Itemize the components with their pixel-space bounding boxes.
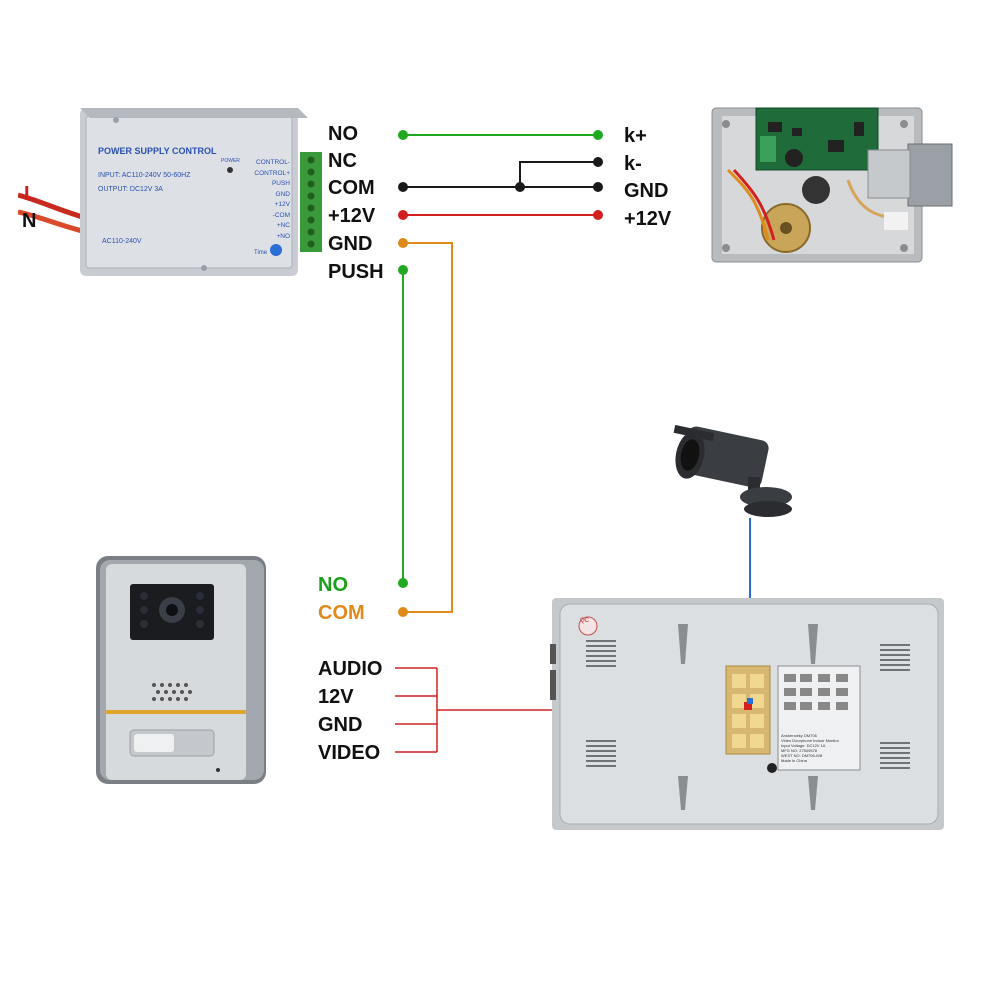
psu-ac: AC110-240V — [102, 238, 142, 245]
psu-port-12v: +12V — [328, 205, 376, 227]
monitor-spec-line: Made in China — [781, 758, 807, 763]
node-lock-12v — [593, 210, 603, 220]
lock-port-gnd: GND — [624, 180, 669, 202]
outdoor-port-com: COM — [318, 602, 365, 624]
psu-terminal-label: +12V — [274, 201, 290, 208]
node-no — [398, 130, 408, 140]
psu-input: INPUT: AC110-240V 50-60HZ — [98, 172, 191, 179]
lock-port-kplus: k+ — [624, 125, 647, 147]
node-kminus — [593, 157, 603, 167]
psu-port-nc: NC — [328, 150, 357, 172]
node-kplus — [593, 130, 603, 140]
psu-title: POWER SUPPLY CONTROL — [98, 146, 217, 156]
psu-port-push: PUSH — [328, 261, 384, 283]
wire-gnd-com — [403, 242, 453, 613]
cctv-camera — [673, 425, 792, 517]
monitor-spec-label: Anshenceky DM706 Video Doorphone Indoor … — [781, 733, 859, 763]
monitor-port-gnd: GND — [318, 714, 363, 736]
psu-terminal-labels: CONTROL- CONTROL+ PUSH GND +12V -COM +NC… — [240, 158, 290, 242]
psu-power: POWER — [221, 158, 240, 164]
monitor-spec-line: Video Doorphone Indoor Monitor — [781, 738, 839, 743]
monitor-port-12v: 12V — [318, 686, 354, 708]
power-supply-unit — [18, 108, 322, 276]
monitor-model: Anshenceky DM706 — [781, 733, 817, 738]
psu-time: Time — [254, 250, 268, 256]
node-outdoor-com — [398, 607, 408, 617]
monitor-spec-line: Input Voltage: DC12V 1A — [781, 743, 826, 748]
psu-output: OUTPUT: DC12V 3A — [98, 186, 163, 193]
outdoor-station — [96, 556, 266, 784]
psu-terminal-label: +NO — [276, 232, 290, 240]
monitor-spec-line: MFG NO: 27509578 — [781, 748, 818, 753]
psu-terminal-label: CONTROL- — [256, 159, 290, 166]
node-com — [398, 182, 408, 192]
psu-terminal-label: GND — [275, 190, 290, 198]
node-psu-gnd — [398, 238, 408, 248]
psu-port-no: NO — [328, 123, 358, 145]
lock-port-12v: +12V — [624, 208, 672, 230]
indoor-monitor — [550, 598, 944, 830]
psu-terminal-label: PUSH — [271, 180, 290, 187]
node-lock-gnd — [593, 182, 603, 192]
lock-port-kminus: k- — [624, 153, 642, 175]
psu-terminal-label: -COM — [272, 211, 290, 219]
monitor-port-audio: AUDIO — [318, 658, 383, 680]
monitor-port-video: VIDEO — [318, 742, 381, 764]
electric-lock — [711, 107, 953, 263]
node-junction — [515, 182, 525, 192]
mains-n-label: N — [22, 210, 37, 232]
outdoor-port-no: NO — [318, 574, 348, 596]
monitor-qc-badge: QC — [580, 618, 589, 624]
psu-port-com: COM — [328, 177, 375, 199]
wire-branch-kminus — [519, 161, 598, 187]
monitor-spec-line: WEST NO: DM706-W8 — [781, 753, 823, 758]
psu-port-gnd: GND — [328, 233, 373, 255]
node-outdoor-no — [398, 578, 408, 588]
node-psu-push — [398, 265, 408, 275]
psu-terminal-label: +NC — [276, 222, 290, 229]
psu-terminal-label: CONTROL+ — [254, 169, 290, 177]
mains-l-label: L — [24, 183, 37, 205]
node-psu-12v — [398, 210, 408, 220]
